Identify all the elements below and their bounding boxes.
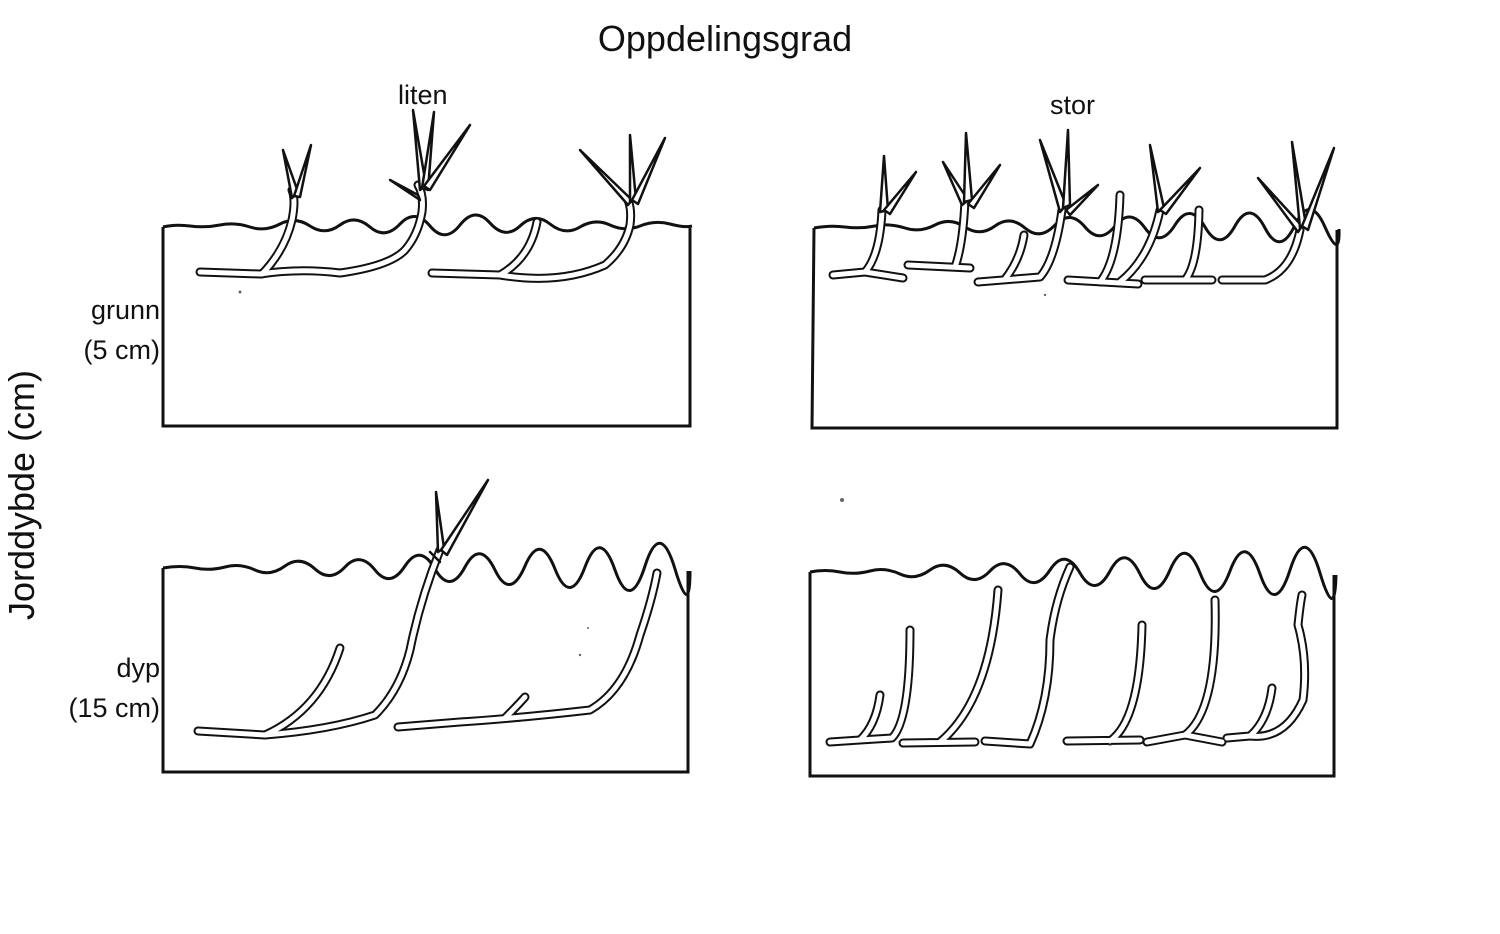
- leaf: [632, 138, 665, 204]
- leaf: [1040, 140, 1066, 212]
- leaf: [964, 133, 972, 202]
- leaf: [1160, 168, 1200, 214]
- soil-surface: [814, 209, 1339, 244]
- leaf: [1292, 142, 1306, 228]
- leaf: [1302, 148, 1334, 230]
- soil-surface: [163, 215, 692, 235]
- leaf: [441, 480, 488, 555]
- soil-box: [812, 228, 1337, 428]
- leaf: [880, 156, 888, 212]
- leaf: [884, 172, 916, 214]
- panel-shallow-large: [812, 130, 1339, 428]
- leaf: [436, 492, 444, 552]
- leaf: [968, 165, 1000, 208]
- leaf: [1150, 145, 1164, 212]
- leaf: [580, 150, 632, 205]
- scan-specks: [239, 291, 1047, 657]
- rhizome: [1067, 625, 1142, 741]
- leaf: [294, 145, 311, 197]
- leaf: [1063, 130, 1070, 208]
- panel-deep-large: [810, 547, 1336, 776]
- shoots: [283, 110, 665, 205]
- panel-deep-small: [163, 480, 690, 772]
- rhizome: [500, 222, 537, 275]
- rhizome: [265, 648, 340, 735]
- rhizome: [398, 573, 657, 727]
- rhizome: [198, 550, 440, 735]
- shoots: [880, 130, 1334, 232]
- panel-shallow-small: [163, 110, 692, 426]
- shoots: [430, 480, 488, 562]
- soil-surface: [810, 547, 1336, 598]
